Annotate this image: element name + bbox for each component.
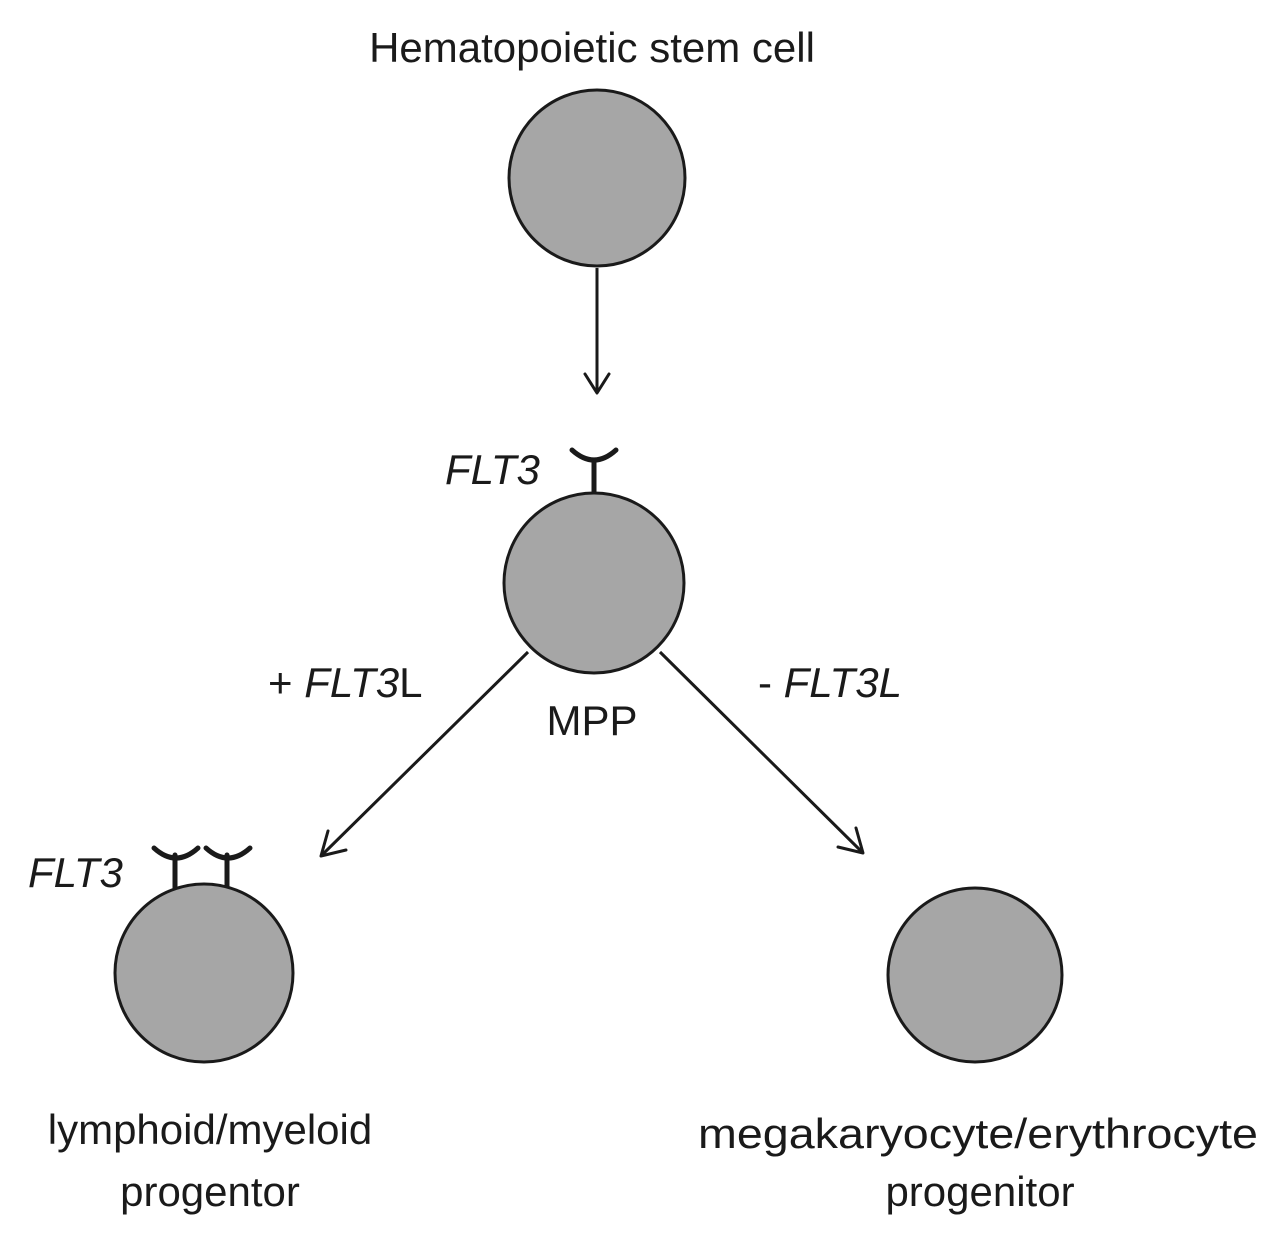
arrow-hsc-to-mpp [583,268,611,395]
mpp-cell [502,491,686,675]
edge-right-label: - FLT3L [758,659,902,706]
mpp-label: MPP [546,697,637,744]
megakaryocyte-erythrocyte-cell [886,886,1064,1064]
lymphoid-flt3-label: FLT3 [28,849,123,896]
hsc-title-label: Hematopoietic stem cell [369,24,815,71]
edge-left-label: + FLT3L [268,659,422,706]
megakaryocyte-label-line1: megakaryocyte/erythrocyte [698,1110,1258,1157]
mpp-flt3-receptor-icon [569,447,619,495]
hsc-cell [507,88,687,268]
lymphoid-label-line2: progentor [120,1168,300,1215]
arrow-mpp-to-megakaryocyte [658,650,865,855]
lymphoid-myeloid-cell [113,882,295,1064]
arrow-mpp-to-lymphoid [319,650,530,858]
lymphoid-label-line1: lymphoid/myeloid [48,1106,372,1153]
mpp-flt3-label: FLT3 [445,446,540,493]
megakaryocyte-label-line2: progenitor [885,1168,1074,1215]
